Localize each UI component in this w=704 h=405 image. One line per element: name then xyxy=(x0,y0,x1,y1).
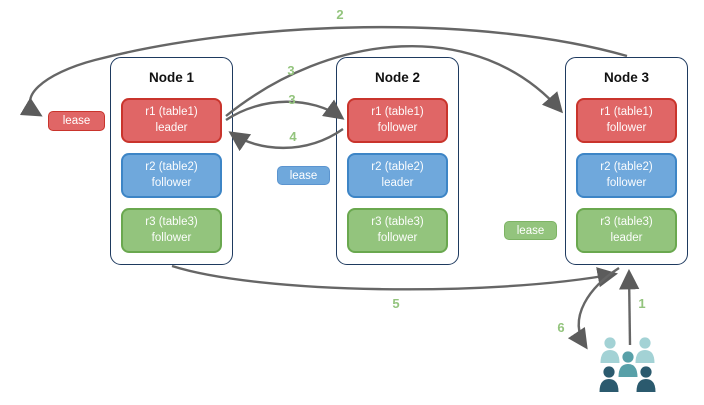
node-1-box: Node 1 r1 (table1) leader r2 (table2) fo… xyxy=(110,57,233,265)
replica-role: follower xyxy=(377,231,418,244)
node-1-title: Node 1 xyxy=(148,70,194,85)
replica-name: r1 (table1) xyxy=(371,106,424,119)
step-label-1: 1 xyxy=(638,296,646,311)
replica-name: r2 (table2) xyxy=(145,161,198,174)
replica-role: leader xyxy=(155,121,188,134)
step-label-3b: 3 xyxy=(288,92,296,107)
arrow-step-5 xyxy=(171,264,619,291)
replica-name: r2 (table2) xyxy=(371,161,424,174)
step-label-3a: 3 xyxy=(287,63,295,78)
replica-name: r3 (table3) xyxy=(600,216,653,229)
step-label-5: 5 xyxy=(392,296,400,311)
node-3-box: Node 3 r1 (table1) follower r2 (table2) … xyxy=(565,57,688,265)
users-icon xyxy=(599,337,656,392)
step-label-2: 2 xyxy=(336,7,344,22)
node-3-title: Node 3 xyxy=(603,70,649,85)
replica-role: leader xyxy=(381,176,414,189)
replica-role: follower xyxy=(606,121,647,134)
node1-replica-r3: r3 (table3) follower xyxy=(121,208,222,253)
node-2-box: Node 2 r1 (table1) follower r2 (table2) … xyxy=(336,57,459,265)
replica-role: follower xyxy=(151,176,192,189)
node1-replica-r1: r1 (table1) leader xyxy=(121,98,222,143)
step-label-4: 4 xyxy=(289,129,297,144)
node-2-title: Node 2 xyxy=(374,70,420,85)
replica-name: r3 (table3) xyxy=(145,216,198,229)
node2-replica-r3: r3 (table3) follower xyxy=(347,208,448,253)
lease-chip-r2: lease xyxy=(277,166,330,185)
replica-role: follower xyxy=(377,121,418,134)
step-label-6: 6 xyxy=(557,320,565,335)
node3-replica-r1: r1 (table1) follower xyxy=(576,98,677,143)
node3-replica-r2: r2 (table2) follower xyxy=(576,153,677,198)
lease-chip-r1: lease xyxy=(48,111,105,131)
node1-replica-r2: r2 (table2) follower xyxy=(121,153,222,198)
replica-role: leader xyxy=(610,231,643,244)
replica-name: r2 (table2) xyxy=(600,161,653,174)
lease-chip-r3: lease xyxy=(504,221,557,240)
replica-name: r3 (table3) xyxy=(371,216,424,229)
replica-role: follower xyxy=(606,176,647,189)
replica-role: follower xyxy=(151,231,192,244)
node3-replica-r3: r3 (table3) leader xyxy=(576,208,677,253)
replica-name: r1 (table1) xyxy=(145,106,198,119)
replica-name: r1 (table1) xyxy=(600,106,653,119)
node2-replica-r1: r1 (table1) follower xyxy=(347,98,448,143)
node2-replica-r2: r2 (table2) leader xyxy=(347,153,448,198)
